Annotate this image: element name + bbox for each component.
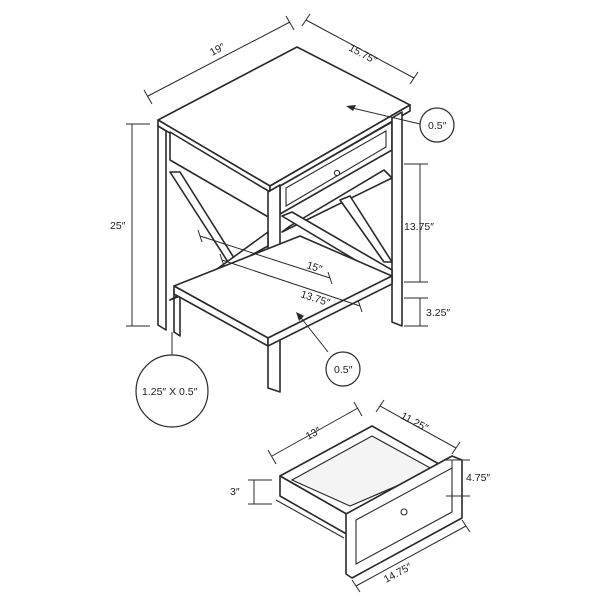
label-shelf-height: 3.25″ bbox=[426, 307, 450, 319]
leg-size-callout bbox=[135, 354, 209, 428]
drawer bbox=[275, 425, 463, 579]
leg-back-left bbox=[157, 125, 167, 331]
drawer-runner bbox=[275, 499, 345, 539]
table-dimension-lines bbox=[126, 13, 428, 356]
shelf-thickness-callout bbox=[325, 351, 361, 387]
label-drawer-inner-depth: 11.25″ bbox=[399, 410, 431, 434]
drawer-knob bbox=[333, 169, 341, 177]
drawer-dimension-lines bbox=[248, 399, 471, 593]
drawer-front-outline bbox=[285, 130, 387, 207]
label-top-thickness: 0.5″ bbox=[428, 120, 447, 132]
label-top-depth: 15.75″ bbox=[347, 42, 379, 67]
label-drawer-front-width: 14.75″ bbox=[382, 561, 414, 586]
label-leg-size: 1.25″ X 0.5″ bbox=[142, 386, 198, 398]
label-drawer-front-height: 4.75″ bbox=[466, 472, 490, 484]
top-thickness-callout bbox=[419, 107, 455, 143]
bottom-shelf-right bbox=[267, 275, 393, 347]
label-drawer-inner-height: 3″ bbox=[230, 486, 240, 498]
label-shelf-thickness: 0.5″ bbox=[334, 364, 353, 376]
label-opening-height: 13.75″ bbox=[404, 221, 434, 233]
label-shelf-width: 15″ bbox=[305, 259, 324, 275]
leg-front-right bbox=[391, 111, 403, 327]
label-overall-height: 25″ bbox=[110, 220, 126, 232]
label-drawer-inner-width: 13″ bbox=[304, 425, 323, 443]
drawer-panel-knob bbox=[400, 508, 408, 516]
end-table bbox=[157, 46, 411, 393]
drawer-front-inset bbox=[355, 467, 453, 565]
